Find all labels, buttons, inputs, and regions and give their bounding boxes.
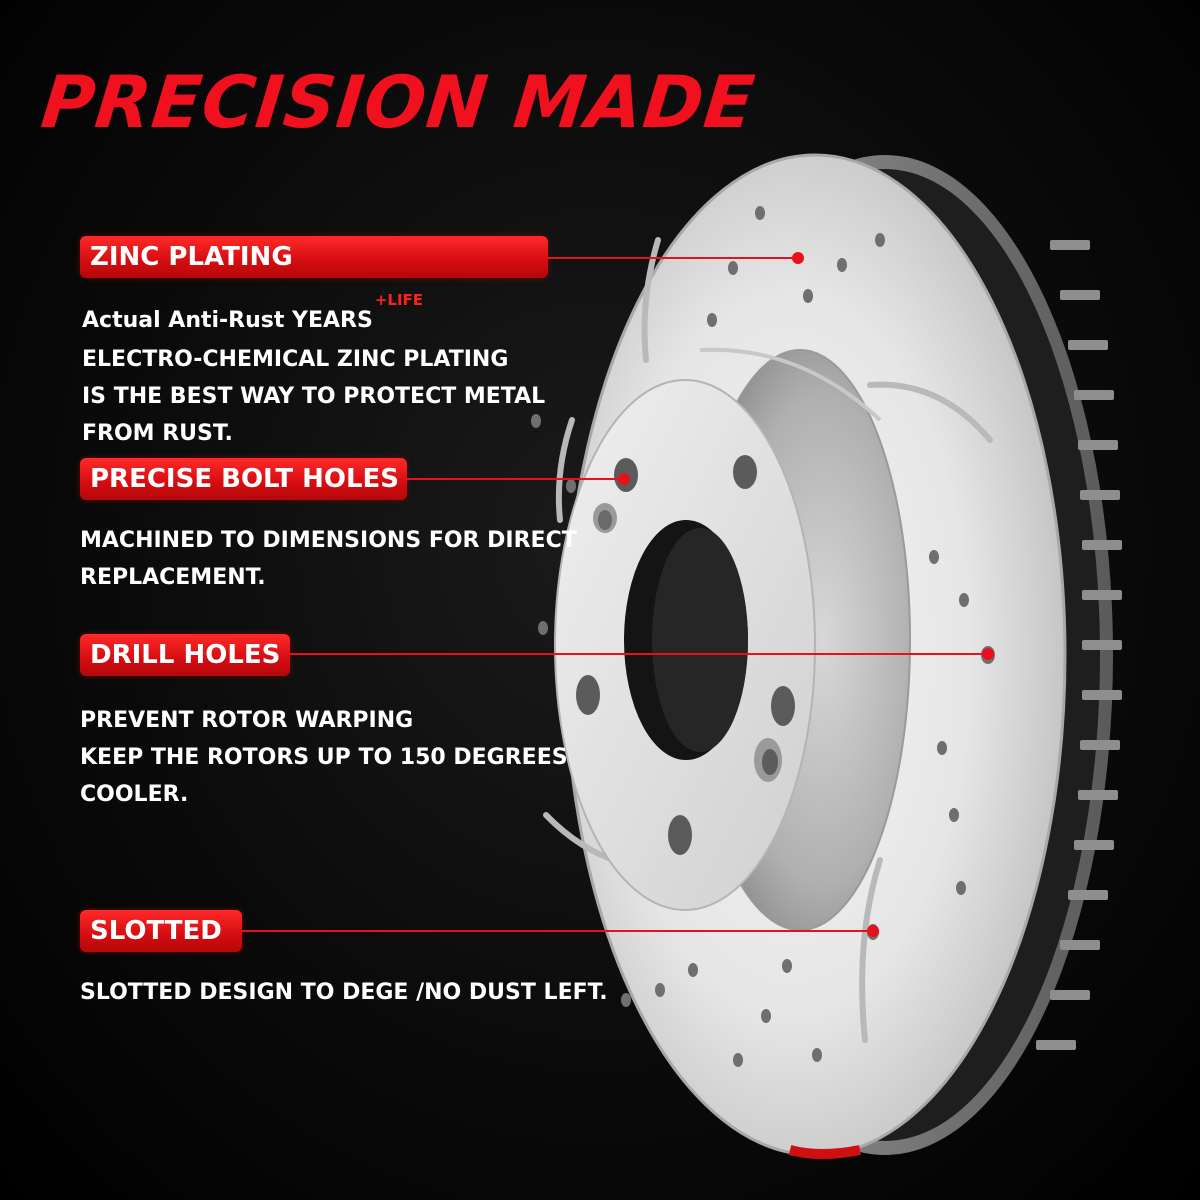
drill-holes-description: PREVENT ROTOR WARPING KEEP THE ROTORS UP… [80,702,568,813]
zinc-plating-line-1: Actual Anti-Rust YEARS+LIFE [82,291,545,341]
bolt-holes-line-1: MACHINED TO DIMENSIONS FOR DIRECT [80,528,577,553]
slotted-badge: SLOTTED [80,910,242,952]
life-superscript: +LIFE [374,291,424,309]
zinc-plating-description: Actual Anti-Rust YEARS+LIFE ELECTRO-CHEM… [82,291,546,452]
slotted-description: SLOTTED DESIGN TO DEGE /NO DUST LEFT. [80,974,608,1011]
zinc-plating-badge: ZINC PLATING [80,236,548,278]
zinc-plating-line-2: ELECTRO-CHEMICAL ZINC PLATING [82,347,509,372]
drill-holes-line-3: COOLER. [80,782,189,807]
drill-holes-badge: DRILL HOLES [80,634,290,676]
slotted-line-1: SLOTTED DESIGN TO DEGE /NO DUST LEFT. [80,980,608,1005]
bolt-holes-badge: PRECISE BOLT HOLES [80,458,407,500]
drill-holes-line-1: PREVENT ROTOR WARPING [80,708,414,733]
zinc-plating-line-3: IS THE BEST WAY TO PROTECT METAL [82,384,546,409]
zinc-line-1-text: Actual Anti-Rust YEARS [82,308,373,333]
bolt-holes [576,455,795,855]
bolt-holes-description: MACHINED TO DIMENSIONS FOR DIRECT REPLAC… [80,522,577,596]
zinc-plating-line-4: FROM RUST. [82,421,233,446]
drill-holes-line-2: KEEP THE ROTORS UP TO 150 DEGREES [80,745,568,770]
callout-lines [242,257,988,932]
callout-dots [618,252,994,937]
bolt-holes-line-2: REPLACEMENT. [80,565,266,590]
rotor-vanes [1036,240,1122,1050]
page-title: PRECISION MADE [37,60,759,144]
